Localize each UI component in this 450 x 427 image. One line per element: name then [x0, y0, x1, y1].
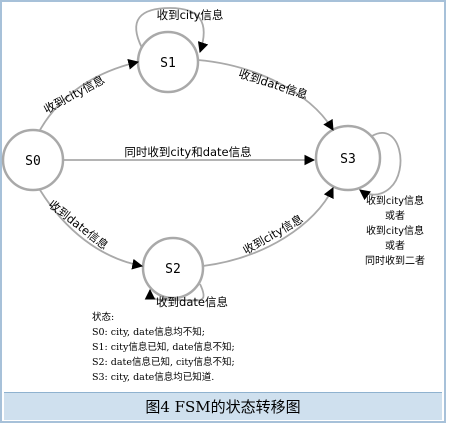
edge-s0-s1 — [39, 58, 140, 131]
state-s1-label: S1 — [160, 56, 176, 71]
state-s3: S3 — [314, 124, 382, 192]
edge-s1-s3 — [197, 59, 334, 131]
state-legend: 状态: S0: city, date信息均不知; S1: city信息已知, d… — [92, 310, 235, 385]
s3-note-line: 同时收到二者 — [365, 254, 425, 267]
s3-self-note: 收到city信息 或者 收到city信息 或者 同时收到二者 — [365, 194, 425, 267]
s3-note-line: 或者 — [385, 240, 405, 252]
edge-label-s0-s1: 收到city信息 — [41, 73, 107, 117]
edge-s2-self — [144, 283, 205, 302]
figure-caption: 图4 FSM的状态转移图 — [4, 392, 442, 420]
legend-title: 状态: — [92, 312, 115, 323]
edge-label-s0-s3: 同时收到city和date信息 — [124, 145, 251, 159]
state-s2-label: S2 — [165, 262, 181, 277]
state-s0: S0 — [1, 128, 65, 192]
state-s3-label: S3 — [340, 152, 356, 167]
s3-note-line: 收到city信息 — [366, 194, 424, 207]
edge-s0-s2 — [39, 189, 144, 270]
s3-note-line: 或者 — [385, 210, 405, 222]
state-s2: S2 — [141, 236, 205, 300]
state-s1: S1 — [136, 30, 200, 94]
edge-label-s2-s3: 收到city信息 — [241, 212, 306, 258]
edge-label-s0-s2: 收到date信息 — [46, 197, 111, 252]
edge-s3-self — [359, 132, 402, 201]
legend-line: S2: date信息已知, city信息不知; — [92, 357, 235, 368]
s3-note-line: 收到city信息 — [366, 224, 424, 237]
edge-s1-self — [135, 7, 209, 54]
legend-line: S0: city, date信息均不知; — [92, 327, 205, 338]
edge-label-s1-s3: 收到date信息 — [237, 66, 310, 102]
legend-line: S3: city, date信息均已知道. — [92, 372, 215, 383]
edge-s2-s3 — [202, 187, 334, 267]
state-s0-label: S0 — [25, 154, 41, 169]
legend-line: S1: city信息已知, date信息不知; — [92, 342, 235, 353]
edge-label-s2-self: 收到date信息 — [156, 295, 228, 309]
edge-label-s1-self: 收到city信息 — [157, 8, 224, 22]
